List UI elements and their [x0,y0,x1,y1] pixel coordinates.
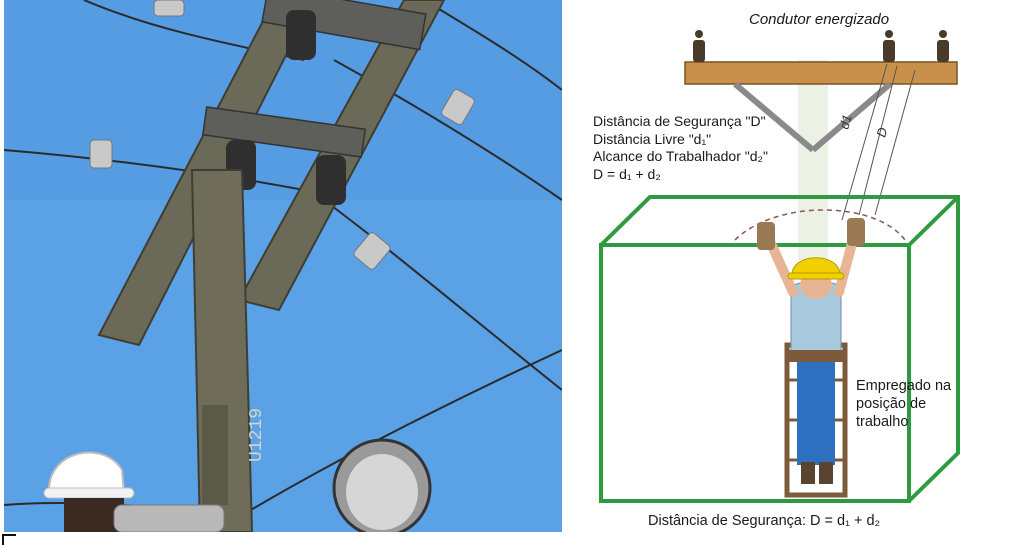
definitions-block: Distância de Segurança "D" Distância Liv… [593,113,768,183]
bottom-formula: Distância de Segurança: D = d₁ + d₂ [648,513,881,529]
definition-worker-reach: Alcance do Trabalhador "d₂" [593,148,768,164]
conductor-label: Condutor energizado [749,11,890,28]
corner-mark [2,534,16,545]
safety-box [599,195,960,503]
crossarm [684,61,958,85]
employee-label: Empregado na posição de trabalho [856,377,951,431]
definition-free-distance: Distância Livre "d₁" [593,130,712,147]
definition-safety-distance: Distância de Segurança "D" [593,113,766,129]
d1-measure-label: d1 [836,113,854,131]
definition-formula: D = d₁ + d₂ [593,165,661,182]
worker-figure [757,218,865,498]
D-measure-label: D [873,126,890,139]
svg-text:U1219: U1219 [247,408,267,462]
insulators [693,30,949,62]
safety-distance-diagram: d1 D [599,30,960,503]
employee-label-line: Empregado na [856,378,952,394]
utility-pole-photo: U1219 [4,0,562,532]
employee-label-line: trabalho [856,414,909,430]
employee-label-line: posição de [856,396,927,412]
